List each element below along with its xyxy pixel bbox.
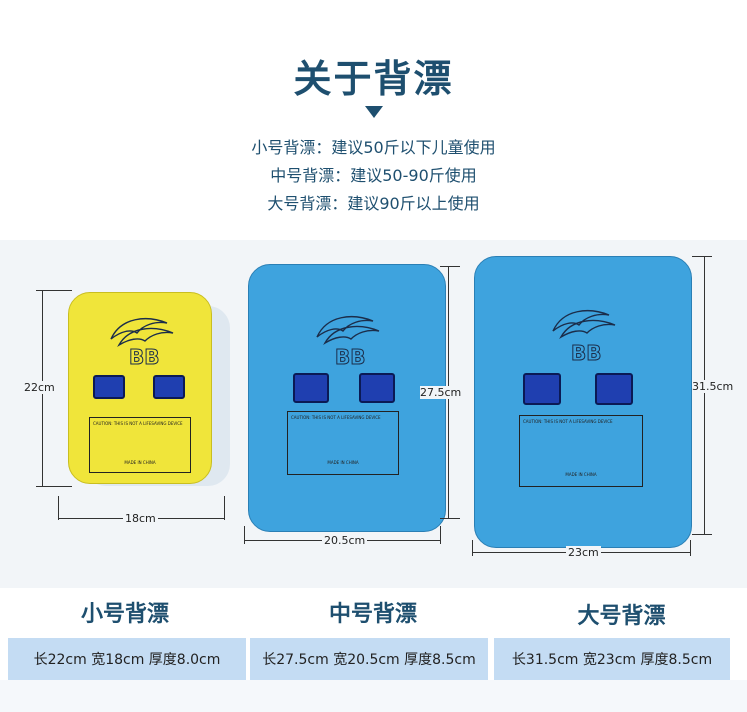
size-title-large: 大号背漂 — [577, 604, 666, 629]
recommendation-small: 小号背漂：建议50斤以下儿童使用 — [251, 138, 496, 157]
dolphin-logo-icon — [552, 310, 616, 339]
strap-left — [293, 373, 329, 403]
down-arrow-icon — [365, 106, 383, 118]
caution-label: CAUTION: THIS IS NOT A LIFESAVING DEVICE… — [519, 415, 643, 487]
large-board: BB CAUTION: THIS IS NOT A LIFESAVING DEV… — [474, 256, 692, 548]
small-board: BB CAUTION: THIS IS NOT A LIFESAVING DEV… — [68, 292, 212, 484]
caution-label: CAUTION: THIS IS NOT A LIFESAVING DEVICE… — [89, 417, 191, 473]
recommendation-large: 大号背漂：建议90斤以上使用 — [267, 194, 480, 213]
small-height-label: 22cm — [24, 381, 55, 394]
dolphin-logo-icon — [110, 318, 174, 347]
spec-small: 长22cm 宽18cm 厚度8.0cm — [8, 638, 246, 680]
large-width-label: 23cm — [566, 546, 601, 559]
strap-right — [595, 373, 633, 405]
recommendation-medium: 中号背漂：建议50-90斤使用 — [270, 166, 477, 185]
strap-left — [523, 373, 561, 405]
spec-medium: 长27.5cm 宽20.5cm 厚度8.5cm — [250, 638, 488, 680]
dolphin-logo-icon — [316, 316, 380, 345]
strap-right — [359, 373, 395, 403]
size-title-small: 小号背漂 — [80, 602, 169, 627]
board-brand-text: BB — [335, 345, 366, 370]
medium-height-label: 27.5cm — [420, 386, 462, 399]
large-height-label: 31.5cm — [692, 380, 734, 393]
caution-label: CAUTION: THIS IS NOT A LIFESAVING DEVICE… — [287, 411, 399, 475]
board-brand-text: BB — [129, 345, 160, 370]
board-brand-text: BB — [571, 341, 602, 366]
intro-section: 关于背漂 小号背漂：建议50斤以下儿童使用 中号背漂：建议50-90斤使用 大号… — [0, 0, 747, 240]
strap-left — [93, 375, 125, 399]
medium-width-label: 20.5cm — [322, 534, 368, 547]
small-width-label: 18cm — [123, 512, 158, 525]
page-title: 关于背漂 — [293, 57, 454, 101]
size-title-medium: 中号背漂 — [328, 602, 417, 627]
strap-right — [153, 375, 185, 399]
spec-large: 长31.5cm 宽23cm 厚度8.5cm — [494, 638, 730, 680]
product-photo: BB CAUTION: THIS IS NOT A LIFESAVING DEV… — [0, 240, 747, 590]
medium-board: BB CAUTION: THIS IS NOT A LIFESAVING DEV… — [248, 264, 446, 532]
